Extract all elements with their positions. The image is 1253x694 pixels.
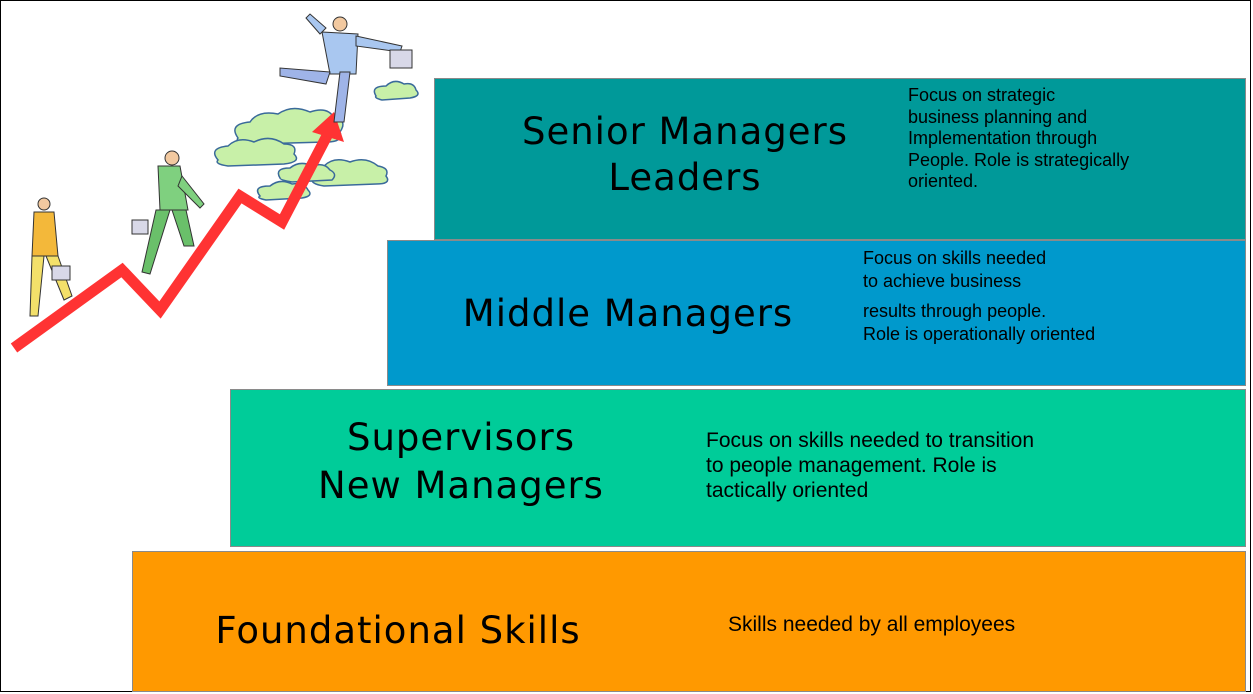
description-line: oriented. bbox=[908, 171, 979, 192]
title-line: Middle Managers bbox=[462, 292, 794, 335]
tier-description: Focus on skills needed to achieve busine… bbox=[863, 247, 1095, 347]
description-line: tactically oriented bbox=[706, 479, 869, 503]
tier-description: Focus on skills needed to transition to … bbox=[706, 428, 1034, 504]
cloud-icon bbox=[213, 80, 419, 201]
title-line: Supervisors bbox=[347, 416, 575, 459]
title-line: Leaders bbox=[608, 156, 762, 200]
tier-description: Skills needed by all employees bbox=[728, 612, 1015, 637]
tier-title: Senior Managers Leaders bbox=[475, 109, 895, 202]
tier-description: Focus on strategic business planning and… bbox=[908, 85, 1129, 193]
tier-supervisors: Supervisors New Managers Focus on skills… bbox=[230, 389, 1246, 547]
description-line: to people management. Role is bbox=[706, 454, 997, 478]
description-line: Focus on skills needed to transition bbox=[706, 429, 1035, 452]
description-line: business planning and bbox=[908, 106, 1088, 127]
tier-middle-managers: Middle Managers Focus on skills needed t… bbox=[387, 240, 1246, 386]
climbing-career-illustration bbox=[10, 13, 419, 353]
title-line: Foundational Skills bbox=[215, 609, 581, 652]
description-line: Focus on skills needed bbox=[863, 248, 1047, 268]
climbing-businessman-icon bbox=[279, 13, 413, 123]
tier-foundational-skills: Foundational Skills Skills needed by all… bbox=[132, 551, 1246, 692]
description-line: Implementation through bbox=[908, 128, 1098, 149]
description-line: results through people. bbox=[863, 300, 1047, 321]
tier-title: Supervisors New Managers bbox=[261, 414, 661, 510]
climbing-businessman-icon bbox=[131, 150, 205, 275]
tier-title: Foundational Skills bbox=[163, 608, 633, 654]
description-line: Focus on strategic bbox=[908, 85, 1056, 105]
description-line: Role is operationally oriented bbox=[863, 324, 1096, 345]
tier-senior-managers: Senior Managers Leaders Focus on strateg… bbox=[434, 78, 1246, 240]
description-line: People. Role is strategically bbox=[908, 149, 1130, 170]
description-line: Skills needed by all employees bbox=[728, 613, 1016, 636]
tier-title: Middle Managers bbox=[408, 291, 848, 337]
description-line: to achieve business bbox=[863, 271, 1022, 292]
title-line: Senior Managers bbox=[521, 110, 849, 153]
climbing-businessman-icon bbox=[29, 197, 73, 317]
title-line: New Managers bbox=[318, 464, 604, 508]
